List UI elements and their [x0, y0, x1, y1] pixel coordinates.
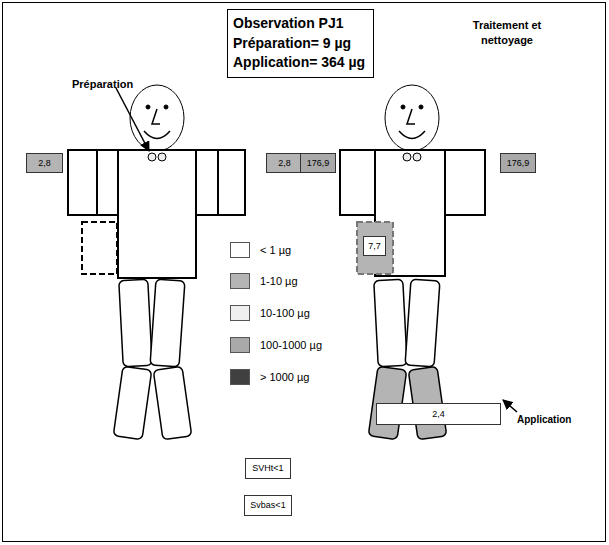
lower-leg	[153, 366, 191, 439]
node-text: Svbas<1	[249, 500, 287, 511]
frame	[3, 3, 606, 542]
legend-text: 100-1000 µg	[260, 339, 322, 351]
label-text: Préparation	[72, 77, 133, 92]
legend-text: 1-10 µg	[260, 275, 298, 287]
annotation-label: Préparation	[72, 77, 133, 92]
value-box: 2,4	[376, 403, 501, 425]
upper-leg	[119, 279, 152, 366]
bow-tie	[403, 153, 411, 161]
hand-zone	[357, 222, 393, 274]
node-text: Observation PJ1	[233, 14, 368, 34]
value-box: Svbas<1	[244, 495, 292, 516]
leader-line	[503, 400, 517, 412]
hand-zone	[82, 222, 117, 274]
legend-text: > 1000 µg	[260, 371, 309, 383]
node-text: 7,7	[367, 241, 382, 252]
value-box: 176,9	[300, 153, 336, 173]
upper-leg	[405, 279, 440, 367]
bow-tie	[158, 153, 166, 161]
node-text: 176,9	[305, 158, 331, 169]
legend-swatch	[230, 337, 250, 353]
node-text: SVHt<1	[250, 463, 286, 474]
upper-leg	[150, 279, 185, 367]
node-text: 2,8	[31, 158, 58, 169]
node-text: Application= 364 µg	[233, 53, 368, 73]
value-box: 2,8	[26, 153, 63, 173]
legend-entry: < 1 µg	[230, 242, 291, 258]
figure-title: Traitement et nettoyage	[462, 18, 552, 48]
legend-swatch	[230, 273, 250, 289]
legend-text: < 1 µg	[260, 244, 291, 256]
legend-entry: 100-1000 µg	[230, 337, 322, 353]
value-box: SVHt<1	[245, 458, 291, 479]
lower-leg	[113, 366, 151, 439]
value-box: 176,9	[500, 153, 536, 173]
node-text: Préparation= 9 µg	[233, 34, 368, 54]
legend-swatch	[230, 242, 250, 258]
eye	[401, 105, 405, 109]
label-text: Application	[517, 413, 571, 427]
legend-entry: > 1000 µg	[230, 369, 309, 385]
bow-tie	[413, 153, 421, 161]
nose	[152, 109, 160, 124]
head	[130, 85, 184, 151]
eye	[419, 105, 423, 109]
legend-text: 10-100 µg	[260, 307, 310, 319]
leader-line	[116, 88, 149, 151]
arm-division	[96, 150, 98, 215]
left-figure	[68, 85, 245, 440]
eye	[164, 105, 168, 109]
arm-division	[217, 150, 219, 215]
mouth	[399, 131, 425, 139]
node-text: 176,9	[505, 158, 531, 169]
right-figure	[340, 85, 485, 440]
legend-entry: 10-100 µg	[230, 305, 310, 321]
nose	[407, 109, 415, 124]
legend-entry: 1-10 µg	[230, 273, 298, 289]
value-box: 7,7	[363, 236, 386, 256]
torso	[118, 150, 196, 278]
summary-box: Observation PJ1Préparation= 9 µgApplicat…	[227, 9, 374, 78]
node-text: 2,8	[271, 158, 298, 169]
mouth	[144, 131, 170, 139]
label-text: Traitement et nettoyage	[462, 18, 552, 48]
legend-swatch	[230, 305, 250, 321]
head	[385, 85, 439, 151]
node-text: 2,4	[381, 409, 496, 420]
bow-tie	[148, 153, 156, 161]
annotation-label: Application	[517, 413, 571, 427]
eye	[146, 105, 150, 109]
upper-leg	[374, 279, 407, 366]
value-box: 2,8	[266, 153, 303, 173]
legend-swatch	[230, 369, 250, 385]
